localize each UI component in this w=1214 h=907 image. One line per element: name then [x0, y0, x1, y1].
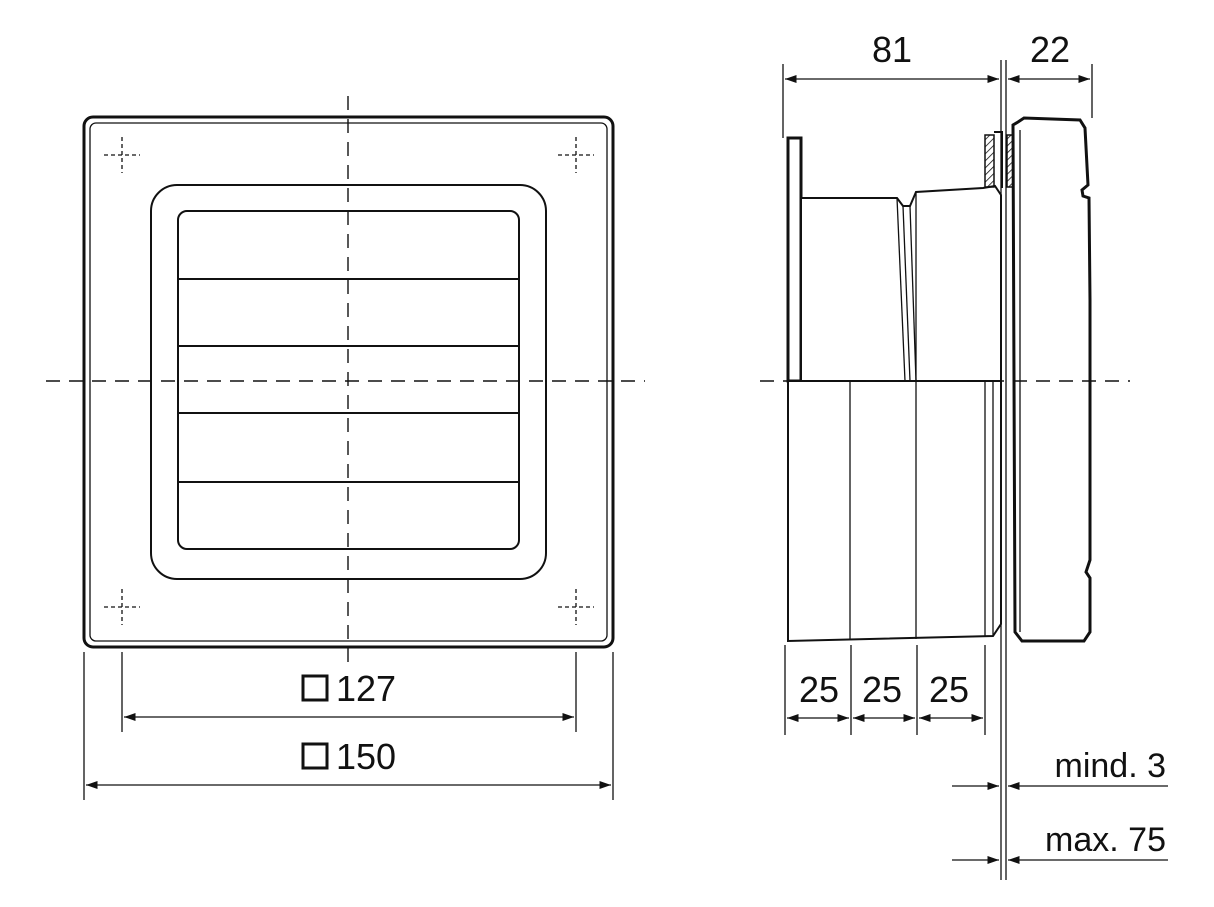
dimension-label-seg1: 25 [799, 669, 839, 710]
dimension-label-min-wall: mind. 3 [1055, 747, 1167, 785]
square-symbol-icon [301, 674, 329, 702]
front-cover-profile [1011, 116, 1092, 643]
back-flange [786, 136, 803, 383]
gasket-bracket [994, 131, 1003, 188]
duct-body-lower [787, 380, 1002, 643]
dimension-label-81: 81 [872, 29, 912, 70]
dimension-label-max-wall: max. 75 [1045, 821, 1166, 859]
screw-hole-mark [558, 137, 594, 173]
front-view: 127 150 [46, 96, 645, 800]
duct-groove-line [902, 205, 911, 382]
side-view: 81 22 25 25 25 mind. 3 max. 75 [760, 29, 1168, 880]
screw-hole-mark [558, 589, 594, 625]
square-symbol-icon [301, 742, 329, 770]
duct-groove-line [909, 205, 917, 382]
screw-hole-mark [104, 137, 140, 173]
dimension-label-127: 127 [336, 668, 396, 709]
dimension-label-seg2: 25 [862, 669, 902, 710]
duct-groove-line [896, 197, 906, 382]
dimension-label-150: 150 [336, 736, 396, 777]
screw-hole-mark [104, 589, 140, 625]
wall-gasket-hatch [984, 134, 995, 188]
dimension-label-22: 22 [1030, 29, 1070, 70]
dimension-label-seg3: 25 [929, 669, 969, 710]
